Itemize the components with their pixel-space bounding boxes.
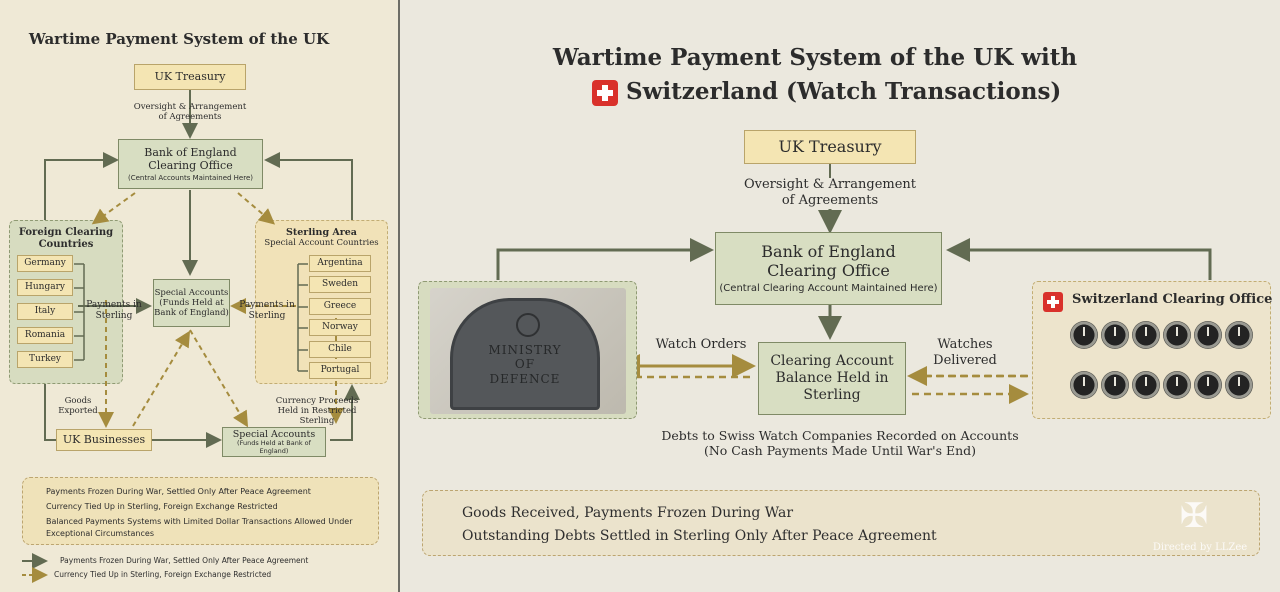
watch-icon <box>1163 321 1191 349</box>
left-panel: Wartime Payment System of the UK <box>0 0 398 592</box>
country-turkey: Turkey <box>17 351 73 368</box>
watches-delivered-label: Watches Delivered <box>933 337 997 368</box>
goods-exported-label: Goods Exported <box>58 396 98 417</box>
swiss-flag-icon <box>592 80 618 106</box>
watch-icon <box>1163 371 1191 399</box>
swiss-office-flag-icon <box>1043 292 1063 312</box>
left-uk-treasury-box: UK Treasury <box>134 64 246 90</box>
left-boe-box: Bank of England Clearing Office (Central… <box>118 139 263 189</box>
right-arrows <box>436 209 1212 548</box>
swiss-office-title: Switzerland Clearing Office <box>1072 292 1273 307</box>
left-legend-bottom-1: Payments Frozen During War, Settled Only… <box>60 556 309 565</box>
clearing-account-box: Clearing Account Balance Held in Sterlin… <box>758 342 906 415</box>
country-argentina: Argentina <box>309 255 371 272</box>
country-chile: Chile <box>309 341 371 358</box>
left-legend-item-3b: Exceptional Circumstances <box>46 529 154 538</box>
payments-in-sterling-left: Payments in Sterling <box>86 300 142 321</box>
mod-photo: MINISTRY OF DEFENCE <box>430 288 626 414</box>
right-panel: Wartime Payment System of the UK with Sw… <box>400 0 1280 592</box>
right-boe-box: Bank of England Clearing Office (Central… <box>715 232 942 305</box>
left-legend-box <box>22 477 379 545</box>
country-romania: Romania <box>17 327 73 344</box>
mod-plaque: MINISTRY OF DEFENCE <box>450 298 600 410</box>
watch-icon <box>1101 321 1129 349</box>
right-legend-item-1: Goods Received, Payments Frozen During W… <box>462 505 794 521</box>
country-germany: Germany <box>17 255 73 272</box>
crest-icon <box>516 313 540 337</box>
currency-proceeds-label: Currency Proceeds Held in Restricted Ste… <box>275 396 359 427</box>
right-oversight-label: Oversight & Arrangement of Agreements <box>743 177 917 208</box>
treasury-connector <box>829 164 831 178</box>
watch-icon <box>1070 321 1098 349</box>
country-greece: Greece <box>309 298 371 315</box>
watch-icon <box>1132 371 1160 399</box>
left-legend-bottom-2: Currency Tied Up in Sterling, Foreign Ex… <box>54 570 272 579</box>
watch-icon <box>1070 371 1098 399</box>
left-oversight-label: Oversight & Arrangement of Agreements <box>133 102 247 123</box>
foreign-clearing-title: Foreign Clearing Countries <box>18 227 114 250</box>
watch-icon <box>1225 321 1253 349</box>
country-hungary: Hungary <box>17 279 73 296</box>
country-italy: Italy <box>17 303 73 320</box>
left-legend-item-3: Balanced Payments Systems with Limited D… <box>46 517 353 526</box>
watch-icon <box>1225 371 1253 399</box>
right-title-line2: Switzerland (Watch Transactions) <box>626 78 1062 105</box>
watch-icon <box>1101 371 1129 399</box>
watermark: Directed by LLZee <box>1152 542 1248 553</box>
left-legend-item-2: Currency Tied Up in Sterling, Foreign Ex… <box>46 502 278 511</box>
panel-divider <box>398 0 400 592</box>
left-title: Wartime Payment System of the UK <box>28 30 330 48</box>
uk-businesses-box: UK Businesses <box>56 429 152 451</box>
debts-note: Debts to Swiss Watch Companies Recorded … <box>661 428 1019 458</box>
mod-plaque-text: MINISTRY OF DEFENCE <box>488 343 562 386</box>
country-portugal: Portugal <box>309 362 371 379</box>
watch-icon <box>1194 371 1222 399</box>
sterling-area-title: Sterling Area Special Account Countries <box>264 227 379 249</box>
special-accounts-center-box: Special Accounts (Funds Held at Bank of … <box>153 279 230 327</box>
country-norway: Norway <box>309 319 371 336</box>
left-legend-item-1: Payments Frozen During War, Settled Only… <box>46 487 311 496</box>
special-accounts-bottom-box: Special Accounts (Funds Held at Bank of … <box>222 427 326 457</box>
left-uk-treasury-label: UK Treasury <box>154 70 226 84</box>
watch-icon <box>1132 321 1160 349</box>
left-boe-line1: Bank of England <box>144 145 237 159</box>
maltese-cross-icon: ✠ <box>1179 496 1209 536</box>
right-title-line1: Wartime Payment System of the UK with <box>552 44 1078 71</box>
payments-in-sterling-right: Payments in Sterling <box>239 300 295 321</box>
right-legend-item-2: Outstanding Debts Settled in Sterling On… <box>462 528 937 544</box>
watch-orders-label: Watch Orders <box>655 337 747 352</box>
right-uk-treasury-box: UK Treasury <box>744 130 916 164</box>
left-boe-line2: Clearing Office <box>148 158 233 172</box>
right-legend-box <box>422 490 1260 556</box>
left-arrows <box>22 90 360 583</box>
left-boe-note: (Central Accounts Maintained Here) <box>127 173 253 182</box>
watch-icon <box>1194 321 1222 349</box>
country-sweden: Sweden <box>309 276 371 293</box>
